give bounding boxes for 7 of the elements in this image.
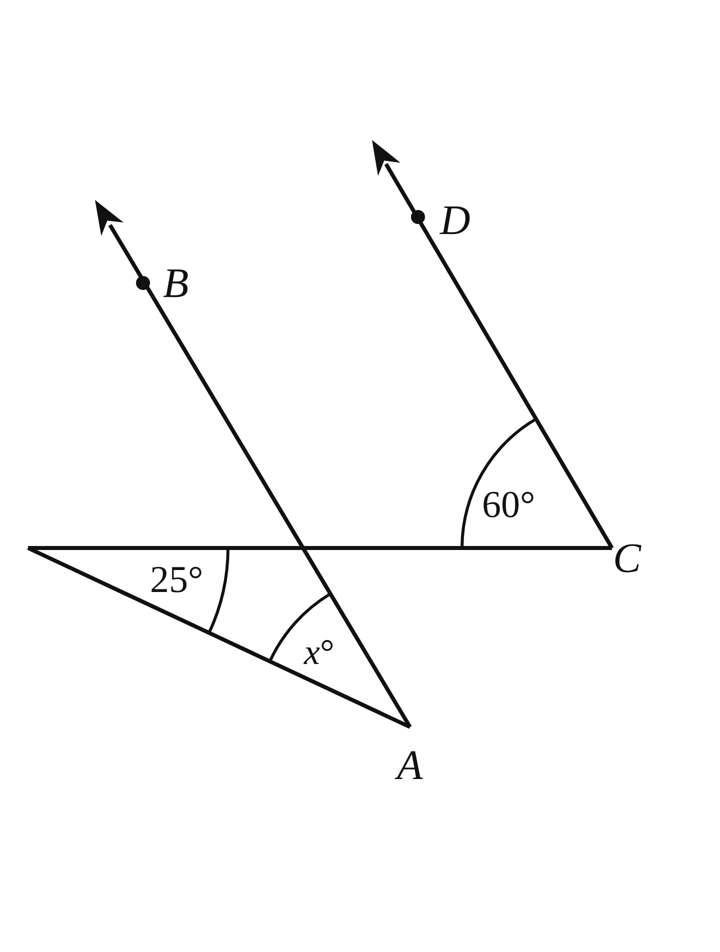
angle-label: x°	[304, 634, 334, 670]
angle-label: 25°	[150, 561, 204, 599]
point-label: C	[613, 538, 642, 580]
point-label: B	[163, 263, 189, 305]
point-label: D	[440, 200, 470, 242]
angle-label: 60°	[482, 486, 536, 524]
point-label: A	[397, 745, 423, 787]
